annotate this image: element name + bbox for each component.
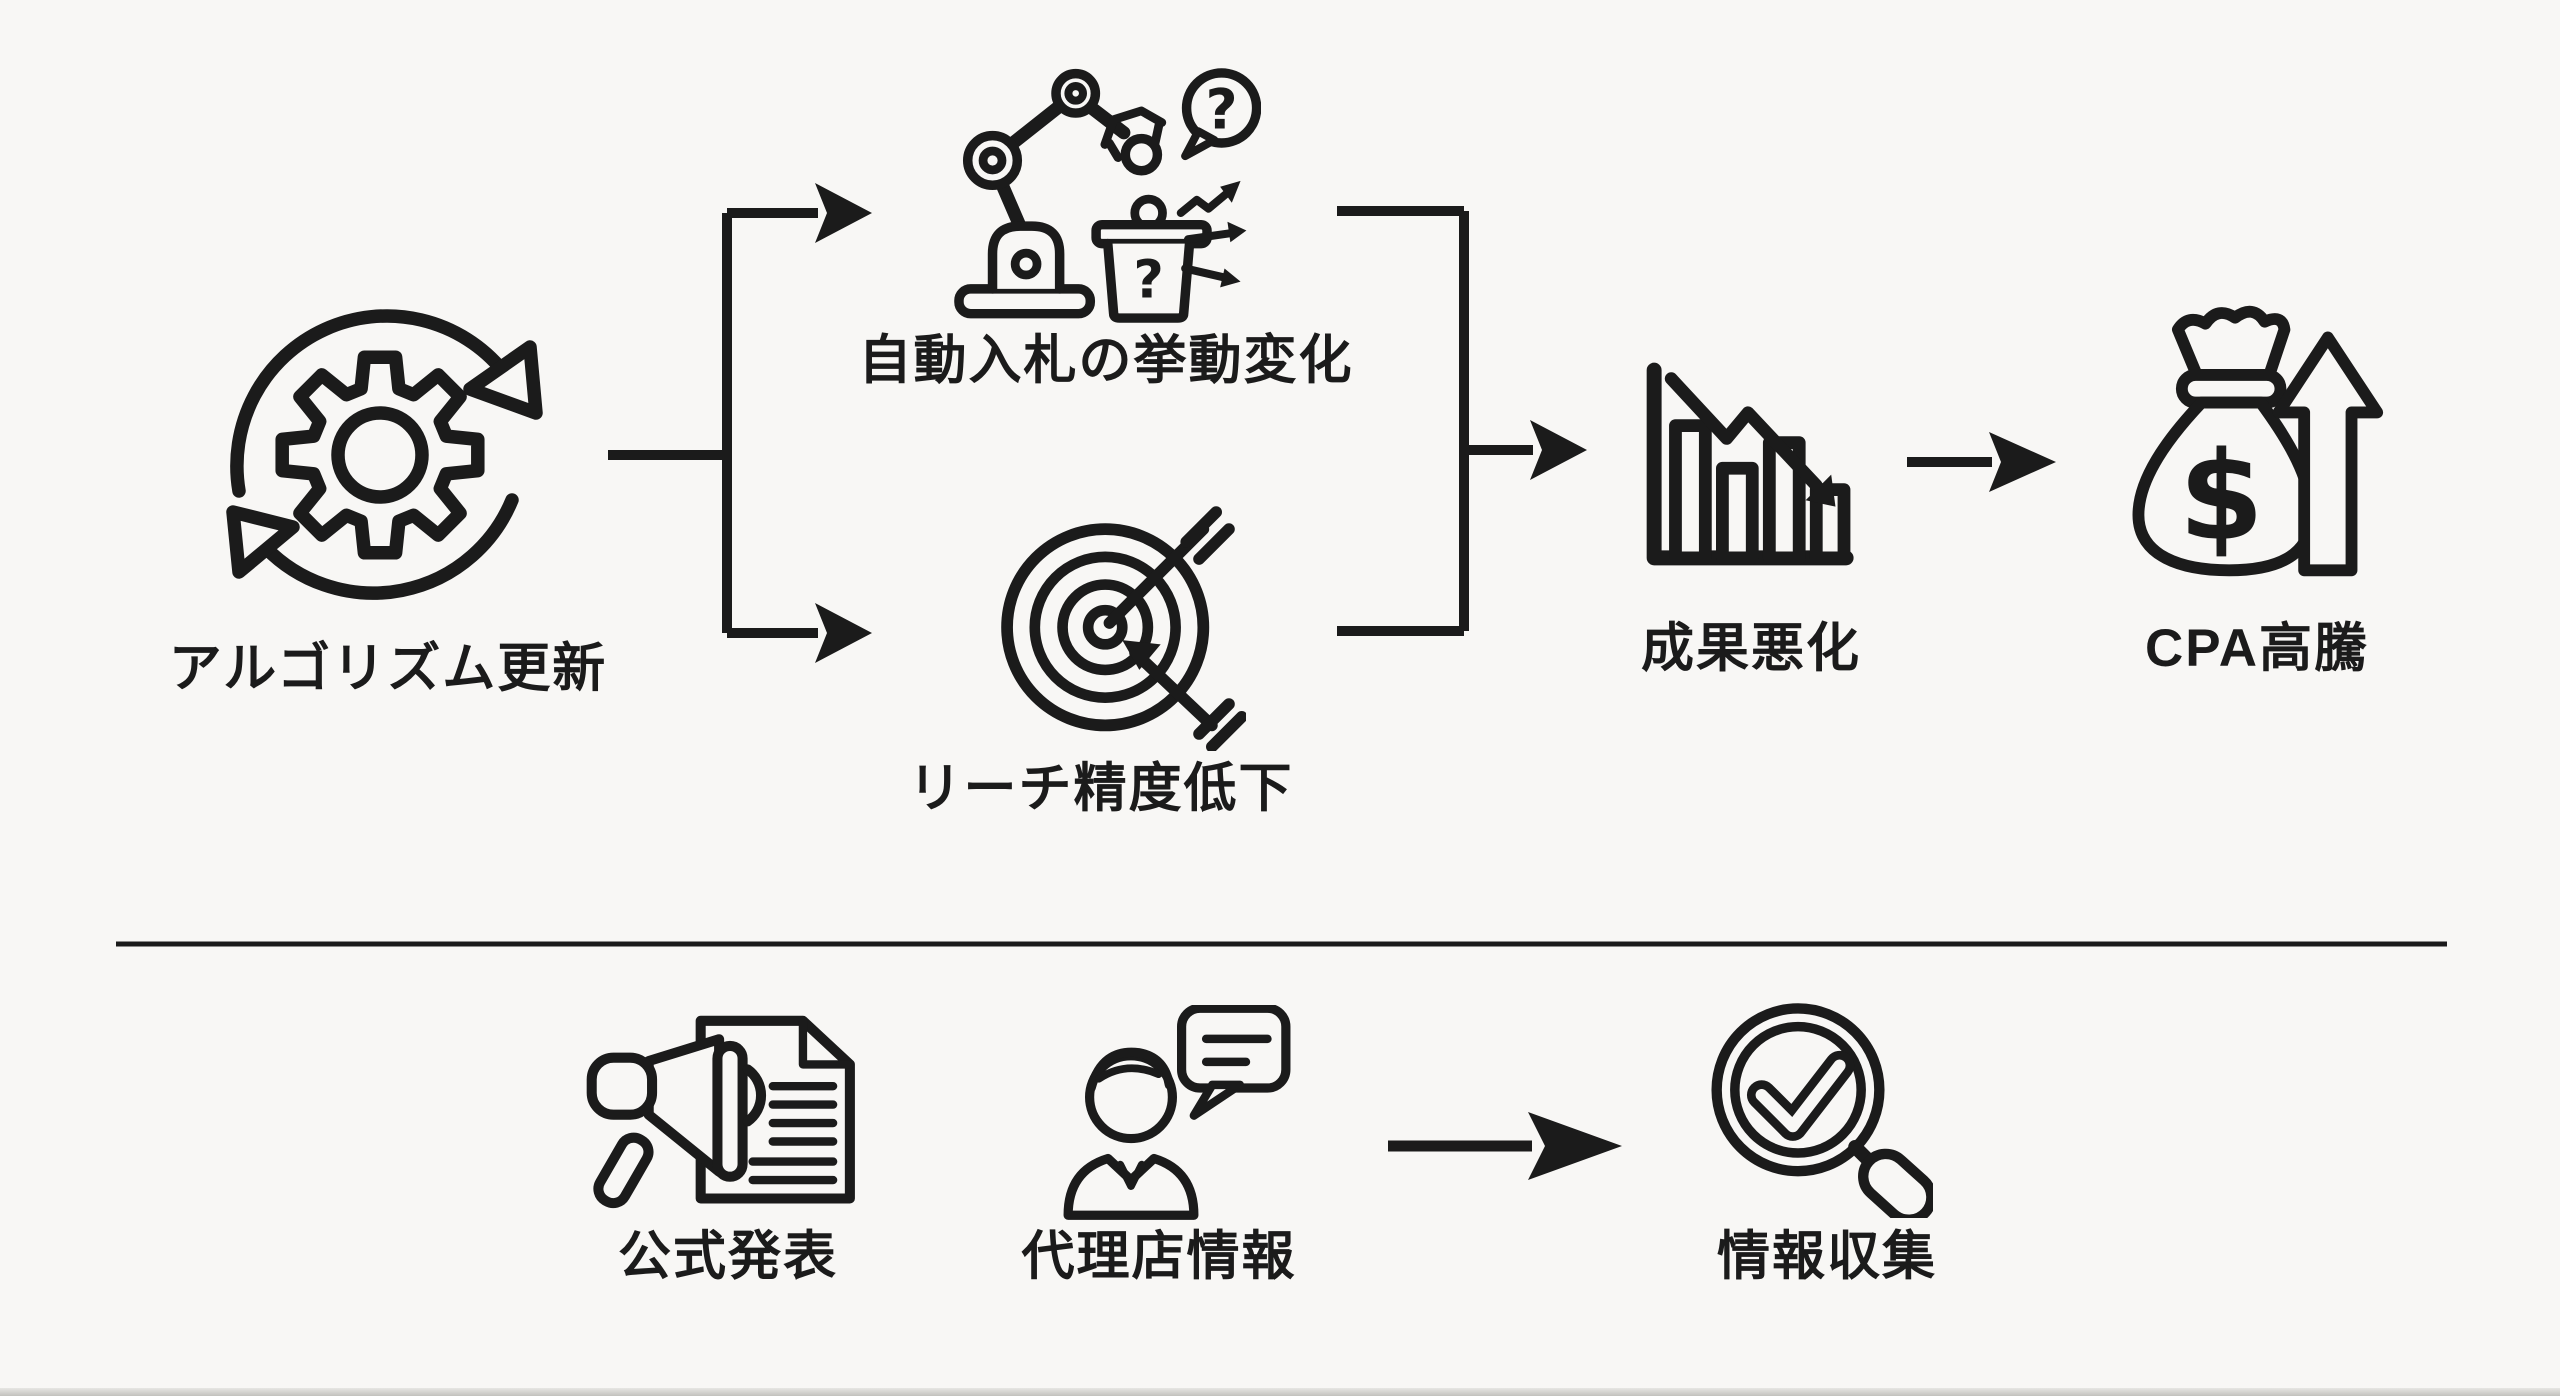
bin-question-mark: ? [1133,250,1163,311]
label-official-announcement: 公式発表 [618,1227,838,1286]
rise-arrow [2272,331,2384,577]
label-algorithm-update: アルゴリズム更新 [168,639,608,698]
bubble-question-mark: ? [1206,78,1238,142]
money-bag-icon: $ [2132,305,2384,577]
arrow-sources-to-gathering [1388,1112,1622,1180]
magnifier-handle [1858,1148,1933,1218]
label-info-gathering: 情報収集 [1717,1227,1937,1286]
branch-merge [1337,206,1587,636]
page-bottom-edge [0,1388,2560,1396]
target-arrows-icon [1001,506,1246,751]
megaphone-handle [593,1132,654,1209]
robot-arm-icon: ? ? [954,68,1261,323]
label-auto-bid-behavior: 自動入札の挙動変化 [858,331,1354,390]
gear-refresh-icon [226,309,543,600]
branch-split [608,183,872,663]
label-cpa-surge: CPA高騰 [2145,619,2369,678]
label-performance-drop: 成果悪化 [1641,619,1861,678]
dollar-sign: $ [2179,425,2264,568]
arrow-performance-to-cpa [1907,432,2056,492]
magnifier-check-icon [1711,1003,1933,1218]
megaphone-document-icon [586,1015,855,1209]
agent-chat-icon [1063,1005,1291,1220]
label-reach-accuracy: リーチ精度低下 [908,759,1294,818]
label-agency-info: 代理店情報 [1021,1227,1297,1286]
declining-chart-icon [1646,362,1854,566]
